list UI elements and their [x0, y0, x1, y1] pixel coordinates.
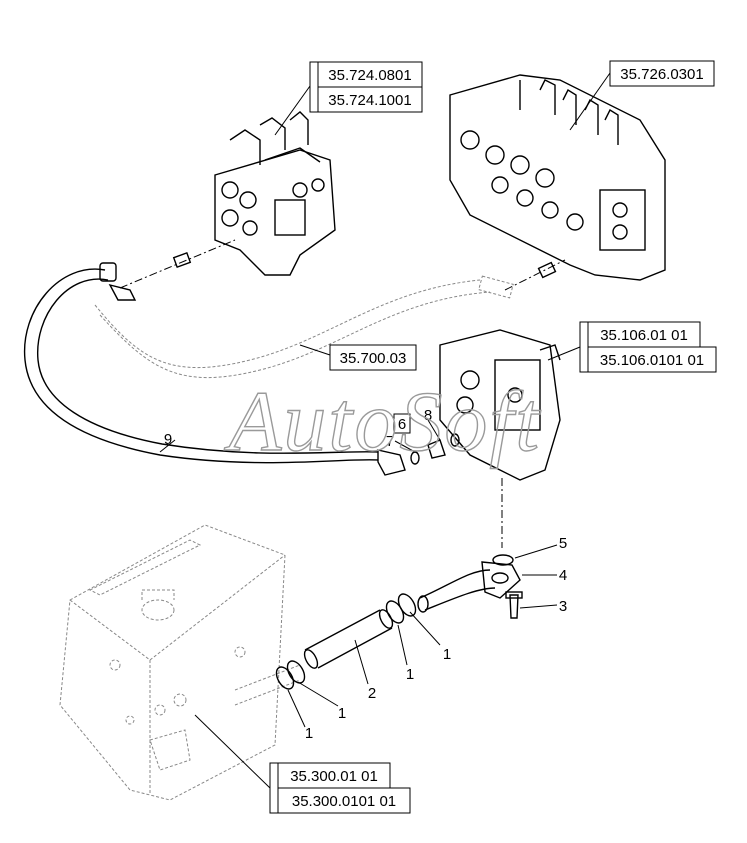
ghost-hose — [94, 275, 514, 378]
ref-label: 35.106.01 01 — [600, 327, 688, 344]
ref-box-valve-mid-a[interactable]: 35.106.01 01 — [587, 321, 701, 348]
ref-box-valve-left-b[interactable]: 35.724.1001 — [317, 86, 423, 113]
callout-1: 1 — [406, 666, 414, 683]
ref-label: 35.700.03 — [340, 350, 407, 367]
ref-box-tank-a[interactable]: 35.300.01 01 — [277, 762, 391, 789]
ref-box-hose[interactable]: 35.700.03 — [329, 344, 417, 371]
callout-1: 1 — [338, 705, 346, 722]
upper-fittings — [108, 239, 566, 301]
callout-7: 7 — [386, 433, 394, 450]
control-valve-left — [214, 111, 336, 276]
bolt-item-3 — [505, 591, 523, 619]
callout-3: 3 — [559, 598, 567, 615]
callout-4: 4 — [559, 567, 567, 584]
ref-box-valve-mid-b[interactable]: 35.106.0101 01 — [587, 346, 717, 373]
ref-box-valve-left-a[interactable]: 35.724.0801 — [317, 61, 423, 88]
callout-2: 2 — [368, 685, 376, 702]
callout-1: 1 — [443, 646, 451, 663]
hose-item-9 — [23, 262, 406, 476]
o-ring-item-5 — [492, 554, 514, 566]
ref-label: 35.300.01 01 — [290, 768, 378, 785]
oil-tank — [59, 524, 301, 801]
ref-box-tank-b[interactable]: 35.300.0101 01 — [277, 787, 411, 814]
watermark: AutoSoft — [224, 373, 541, 469]
callout-9: 9 — [164, 431, 172, 448]
ref-box-valve-right[interactable]: 35.726.0301 — [609, 60, 715, 87]
ref-label: 35.106.0101 01 — [600, 352, 704, 369]
callout-item-6: 6 — [393, 413, 411, 434]
ref-label: 35.300.0101 01 — [292, 793, 396, 810]
leader-lines — [159, 61, 611, 814]
callout-label: 6 — [398, 416, 406, 433]
control-valve-mid — [439, 329, 561, 481]
suction-hose-item-2 — [303, 609, 394, 669]
callout-8: 8 — [424, 407, 432, 424]
ref-label: 35.724.1001 — [328, 92, 411, 109]
callout-5: 5 — [559, 535, 567, 552]
ref-label: 35.726.0301 — [620, 66, 703, 83]
hose-clamps-item-1 — [275, 593, 417, 690]
ref-label: 35.724.0801 — [328, 67, 411, 84]
elbow-pipe-item-4 — [417, 561, 521, 613]
control-valve-right — [449, 74, 666, 281]
callout-1: 1 — [305, 725, 313, 742]
